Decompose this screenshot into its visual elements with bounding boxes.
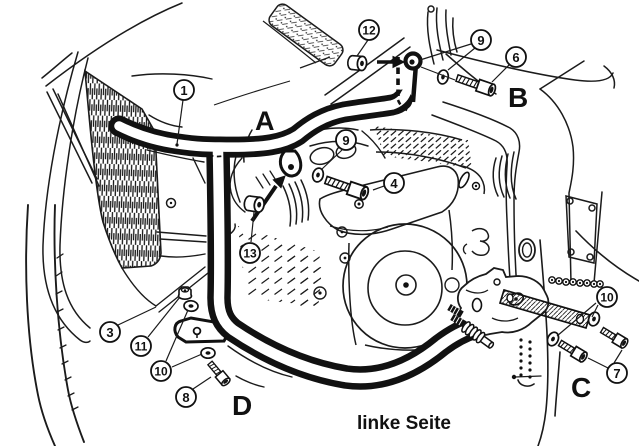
svg-text:D: D	[232, 390, 252, 421]
svg-text:3: 3	[106, 325, 113, 340]
svg-text:9: 9	[477, 33, 484, 48]
svg-text:1: 1	[180, 83, 187, 98]
svg-text:11: 11	[135, 340, 148, 354]
svg-text:9: 9	[342, 133, 349, 148]
svg-text:10: 10	[600, 291, 614, 305]
svg-text:6: 6	[512, 50, 519, 65]
svg-text:A: A	[255, 106, 275, 136]
svg-text:B: B	[508, 82, 528, 113]
svg-text:4: 4	[390, 176, 398, 191]
svg-text:linke Seite: linke Seite	[357, 413, 451, 434]
svg-text:7: 7	[613, 366, 620, 381]
svg-text:C: C	[571, 372, 591, 403]
svg-text:13: 13	[243, 247, 257, 261]
svg-text:12: 12	[362, 24, 376, 38]
svg-text:8: 8	[182, 390, 189, 405]
svg-text:10: 10	[154, 365, 168, 379]
